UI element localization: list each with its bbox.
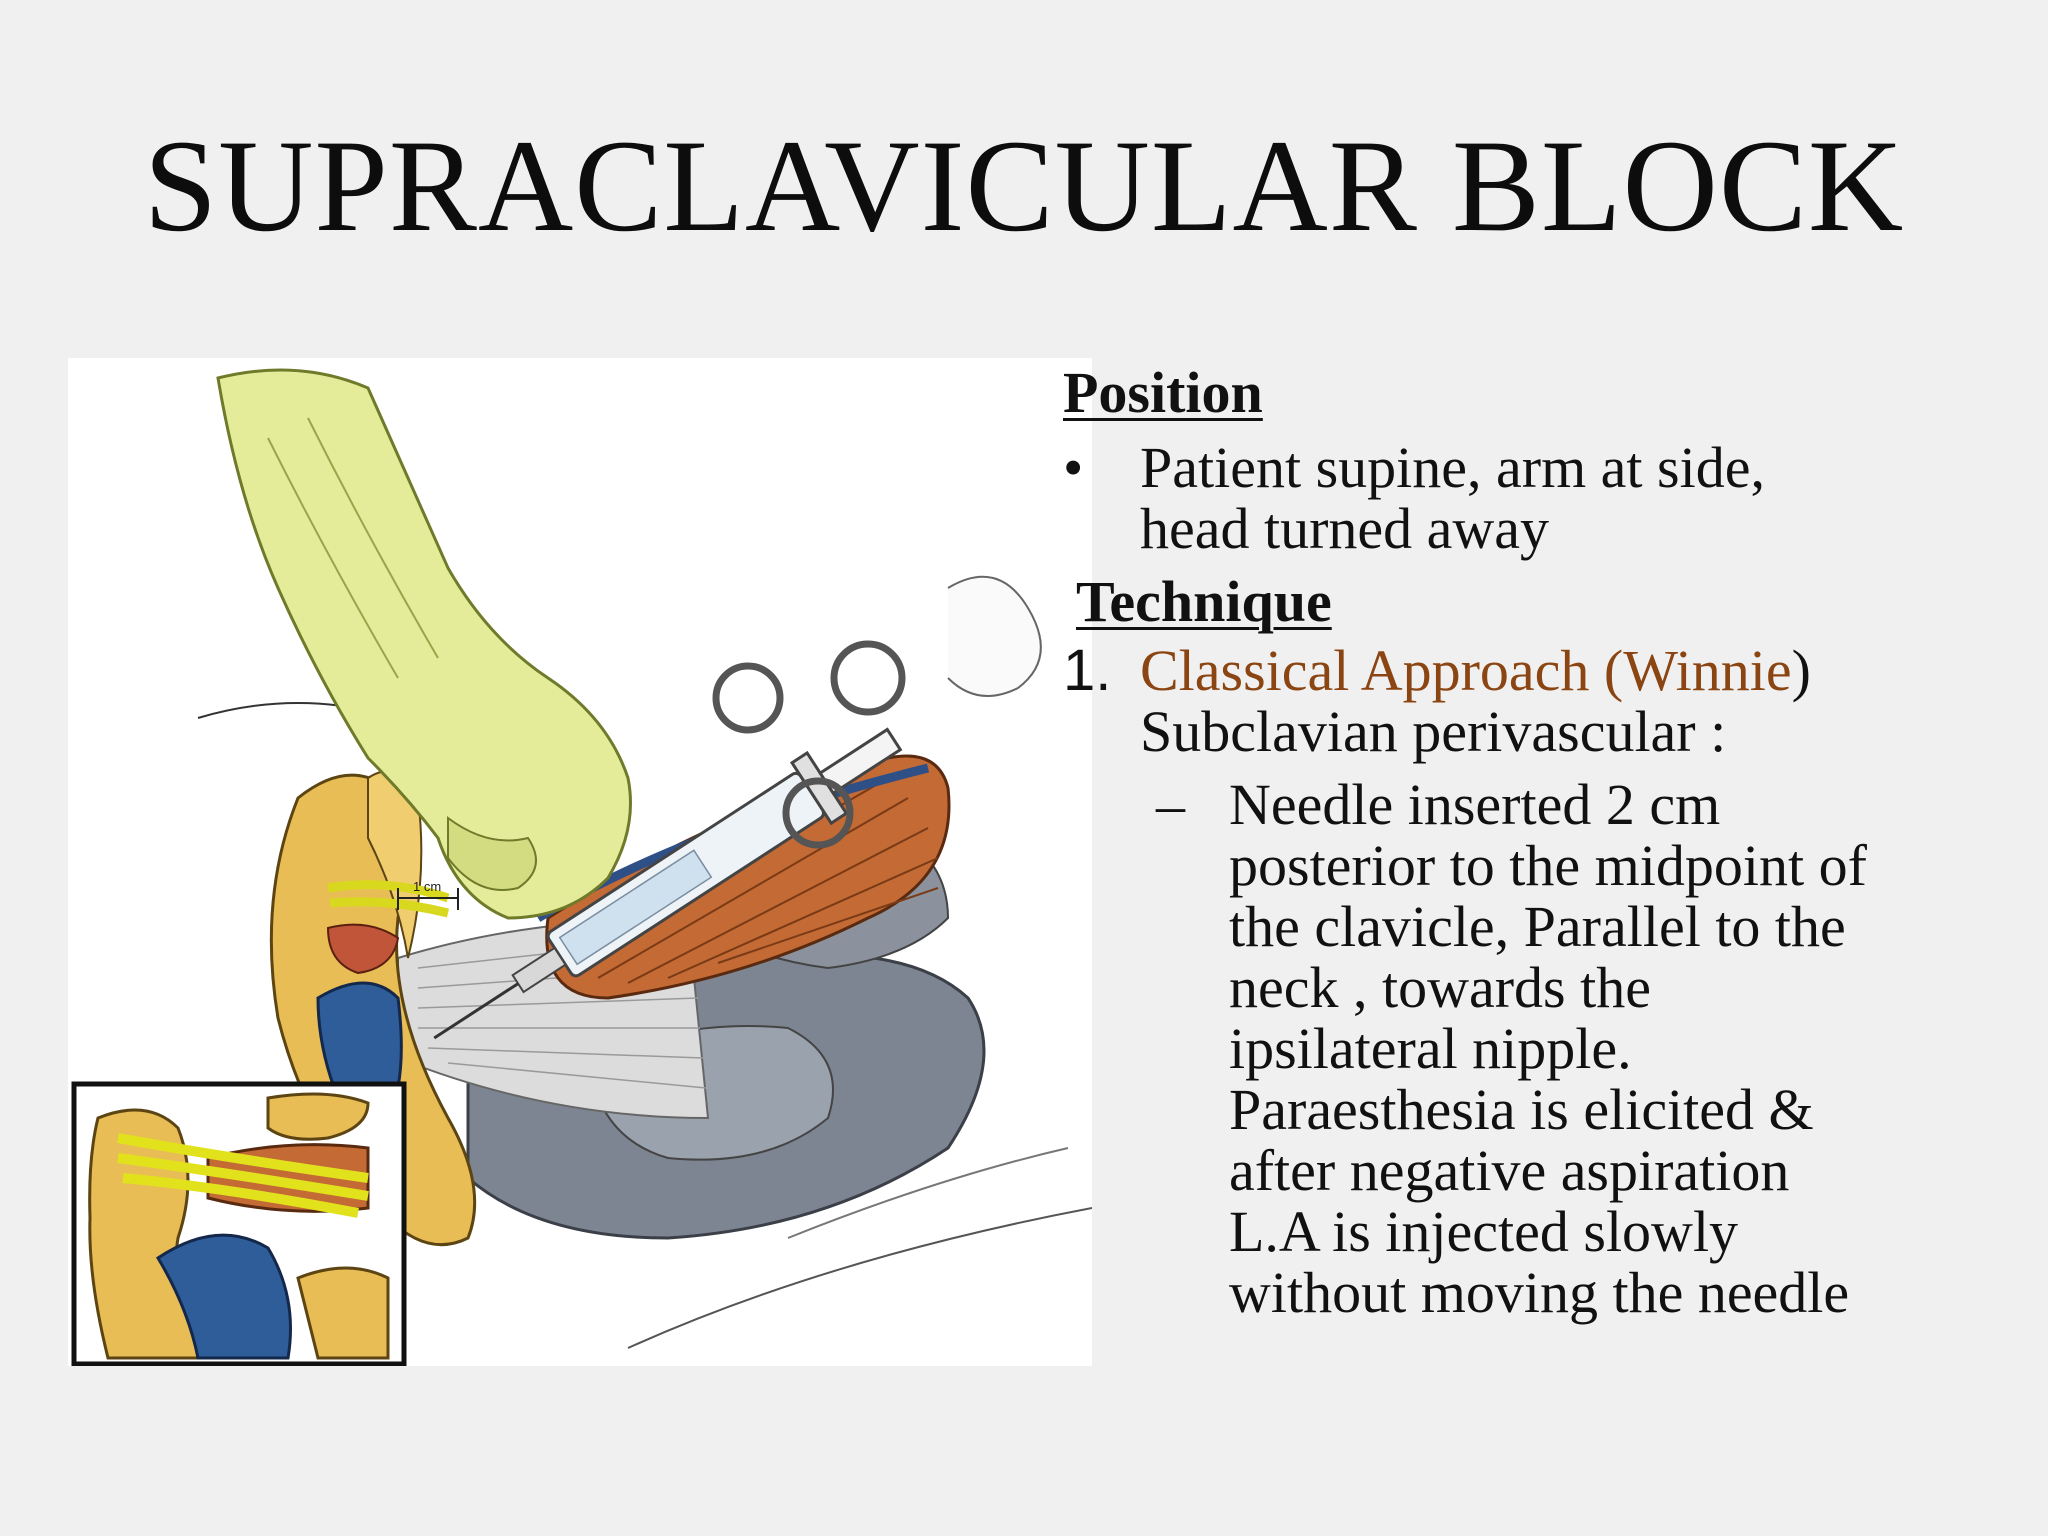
bullet-line: head turned away (1140, 496, 1550, 561)
technique-heading: Technique (1076, 569, 1332, 634)
detail-line: posterior to the midpoint of (1229, 833, 1867, 898)
position-heading: Position (1063, 360, 1263, 425)
technique-detail: – Needle inserted 2 cm posterior to the … (1063, 774, 2023, 1323)
detail-line: L.A is injected slowly (1229, 1199, 1739, 1264)
supraclavicular-block-drawing: 1 cm (71, 368, 1092, 1366)
position-bullet: • Patient supine, arm at side, head turn… (1063, 437, 2023, 559)
item-number: 1 (1063, 638, 1096, 703)
slide-title: SUPRACLAVICULAR BLOCK (143, 112, 1905, 259)
detail-line: the clavicle, Parallel to the (1229, 894, 1846, 959)
scale-marker-label: 1 cm (413, 879, 441, 894)
detail-line: after negative aspiration (1229, 1138, 1790, 1203)
approach-close: ) (1791, 638, 1811, 703)
detail-line: ipsilateral nipple. (1229, 1016, 1632, 1081)
anatomical-illustration: 1 cm (68, 358, 1092, 1366)
approach-subtitle: Subclavian perivascular : (1140, 699, 1727, 764)
detail-line: Needle inserted 2 cm (1229, 772, 1721, 837)
bullet-symbol: • (1063, 435, 1084, 500)
detail-line: neck , towards the (1229, 955, 1651, 1020)
detail-line: without moving the needle (1229, 1260, 1850, 1325)
detail-line: Paraesthesia is elicited & (1229, 1077, 1814, 1142)
item-period: . (1095, 638, 1112, 703)
approach-name: Classical Approach (Winnie (1140, 638, 1792, 703)
dash-symbol: – (1156, 772, 1185, 837)
content-panel: Position • Patient supine, arm at side, … (1063, 362, 2023, 1323)
technique-item-1: 1. Classical Approach (Winnie) Subclavia… (1063, 640, 2023, 762)
bullet-line: Patient supine, arm at side, (1140, 435, 1765, 500)
